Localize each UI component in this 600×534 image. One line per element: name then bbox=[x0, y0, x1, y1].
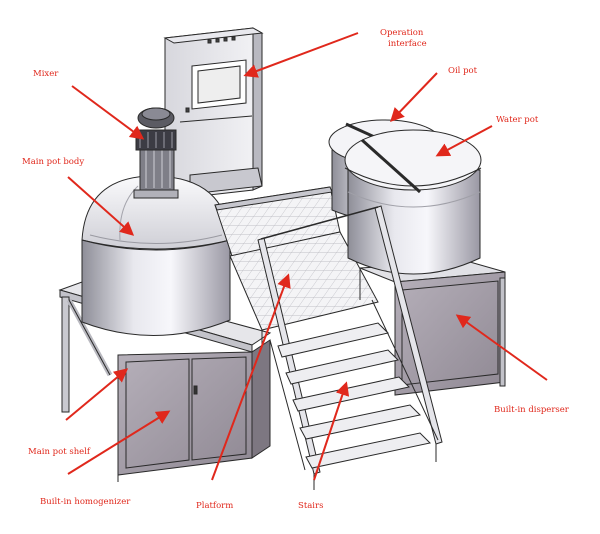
label-oil-pot: Oil pot bbox=[448, 66, 478, 76]
arrow-main-pot-body bbox=[67, 176, 135, 236]
label-water-pot: Water pot bbox=[496, 115, 539, 125]
label-main-pot-body: Main pot body bbox=[22, 157, 84, 167]
label-operation-interface-line1: Operation bbox=[380, 28, 424, 38]
mixer bbox=[133, 107, 179, 199]
label-main-pot-shelf: Main pot shelf bbox=[28, 447, 91, 457]
arrow-operation-interface bbox=[243, 32, 359, 78]
main-pot-body bbox=[81, 175, 231, 336]
arrow-main-pot-shelf bbox=[65, 368, 129, 421]
arrow-platform bbox=[211, 273, 291, 481]
label-mixer: Mixer bbox=[33, 69, 59, 79]
callout-arrows bbox=[65, 32, 548, 481]
control-cabinet bbox=[163, 27, 264, 201]
arrow-mixer bbox=[71, 85, 145, 140]
arrow-water-pot bbox=[435, 125, 493, 157]
arrow-built-in-disperser bbox=[455, 314, 548, 381]
label-built-in-homogenizer: Built-in homogenizer bbox=[40, 497, 131, 507]
stairs bbox=[257, 205, 443, 490]
water-pot bbox=[344, 129, 482, 275]
label-platform: Platform bbox=[196, 501, 233, 511]
arrow-built-in-homogenizer bbox=[67, 410, 171, 475]
label-built-in-disperser: Built-in disperser bbox=[494, 405, 570, 415]
label-stairs: Stairs bbox=[298, 501, 323, 511]
arrow-stairs bbox=[313, 381, 350, 481]
label-operation-interface-line2: interface bbox=[388, 39, 427, 49]
arrow-oil-pot bbox=[390, 72, 438, 123]
callout-labels: Operation interface Mixer Main pot body … bbox=[22, 28, 570, 511]
built-in-homogenizer bbox=[117, 339, 271, 482]
